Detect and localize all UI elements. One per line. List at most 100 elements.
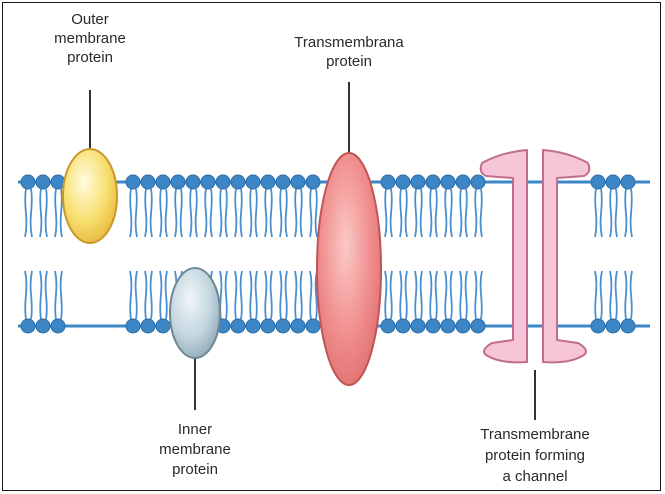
lipid-tail [25, 189, 32, 237]
phospholipid-head [276, 319, 290, 333]
lipid-tail [235, 271, 242, 319]
phospholipid-head [186, 175, 200, 189]
phospholipid-head [291, 319, 305, 333]
inner-membrane-protein [170, 268, 220, 358]
lipid-tail [55, 189, 62, 237]
phospholipid-head [126, 319, 140, 333]
phospholipid-head [171, 175, 185, 189]
lipid-tail [385, 271, 392, 319]
lipid-tail [280, 271, 287, 319]
lipid-tail [145, 189, 152, 237]
lipid-tail [250, 271, 257, 319]
lipid-tail [220, 189, 227, 237]
phospholipid-head [291, 175, 305, 189]
phospholipid-head [21, 319, 35, 333]
lipid-tail [625, 271, 632, 319]
phospholipid-head [156, 319, 170, 333]
outer-membrane-protein [63, 149, 117, 243]
lipid-tail [475, 189, 482, 237]
lipid-tail [265, 271, 272, 319]
phospholipid-head [606, 175, 620, 189]
lipid-tail [235, 189, 242, 237]
inner-protein-label: Inner membrane protein [145, 420, 245, 480]
phospholipid-head [201, 175, 215, 189]
lipid-tail [40, 271, 47, 319]
phospholipid-head [36, 319, 50, 333]
lipid-tail [610, 189, 617, 237]
lipid-tail [160, 189, 167, 237]
phospholipid-head [231, 319, 245, 333]
phospholipid-head [306, 319, 320, 333]
lipid-tail [460, 189, 467, 237]
lipid-tail [265, 189, 272, 237]
phospholipid-head [141, 319, 155, 333]
phospholipid-head [441, 175, 455, 189]
lipid-tail [190, 189, 197, 237]
lipid-tail [400, 189, 407, 237]
leader-lines [90, 82, 535, 420]
phospholipid-head [591, 175, 605, 189]
phospholipid-head [441, 319, 455, 333]
outer-protein-label: Outer membrane protein [40, 10, 140, 67]
lipid-tail [460, 271, 467, 319]
phospholipid-head [471, 175, 485, 189]
phospholipid-head [381, 319, 395, 333]
transmembrane-protein [317, 153, 381, 385]
lipid-tail [205, 189, 212, 237]
phospholipid-head [216, 175, 230, 189]
lipid-tail [250, 189, 257, 237]
phospholipid-head [606, 319, 620, 333]
phospholipid-head [306, 175, 320, 189]
lipid-tail [310, 189, 317, 237]
lipid-tail [595, 189, 602, 237]
lipid-tail [280, 189, 287, 237]
phospholipid-head [426, 319, 440, 333]
lipid-tail [25, 271, 32, 319]
lipid-tail [130, 189, 137, 237]
lipid-tail [295, 189, 302, 237]
phospholipid-head [261, 319, 275, 333]
phospholipid-head [426, 175, 440, 189]
lipid-tail [445, 189, 452, 237]
phospholipid-head [456, 175, 470, 189]
lipid-tail [55, 271, 62, 319]
phospholipid-head [51, 319, 65, 333]
phospholipid-head [141, 175, 155, 189]
lipid-tail [400, 271, 407, 319]
lipid-tail [310, 271, 317, 319]
lipid-tail [430, 271, 437, 319]
phospholipid-head [276, 175, 290, 189]
lipid-tail [385, 189, 392, 237]
lipid-tail [445, 271, 452, 319]
lipid-tail [610, 271, 617, 319]
lipid-tail [130, 271, 137, 319]
lipid-tail [415, 271, 422, 319]
phospholipid-head [126, 175, 140, 189]
phospholipid-head [621, 319, 635, 333]
lipid-tail [625, 189, 632, 237]
phospholipid-head [246, 319, 260, 333]
phospholipid-head [411, 319, 425, 333]
lipid-tail [430, 189, 437, 237]
phospholipid-head [246, 175, 260, 189]
phospholipid-head [396, 175, 410, 189]
phospholipid-head [621, 175, 635, 189]
phospholipid-head [36, 175, 50, 189]
transmembrane-protein-label: Transmembrana protein [269, 33, 429, 71]
phospholipid-head [471, 319, 485, 333]
lipid-tail [415, 189, 422, 237]
phospholipid-head [456, 319, 470, 333]
lipid-tail [295, 271, 302, 319]
phospholipid-head [411, 175, 425, 189]
phospholipid-head [381, 175, 395, 189]
lipid-tail [475, 271, 482, 319]
phospholipid-head [591, 319, 605, 333]
lipid-tail [40, 189, 47, 237]
phospholipid-head [396, 319, 410, 333]
phospholipid-head [261, 175, 275, 189]
phospholipid-head [156, 175, 170, 189]
lipid-tail [160, 271, 167, 319]
channel-protein-label: Transmembrane protein forming a channel [455, 424, 615, 487]
lipid-tail [220, 271, 227, 319]
